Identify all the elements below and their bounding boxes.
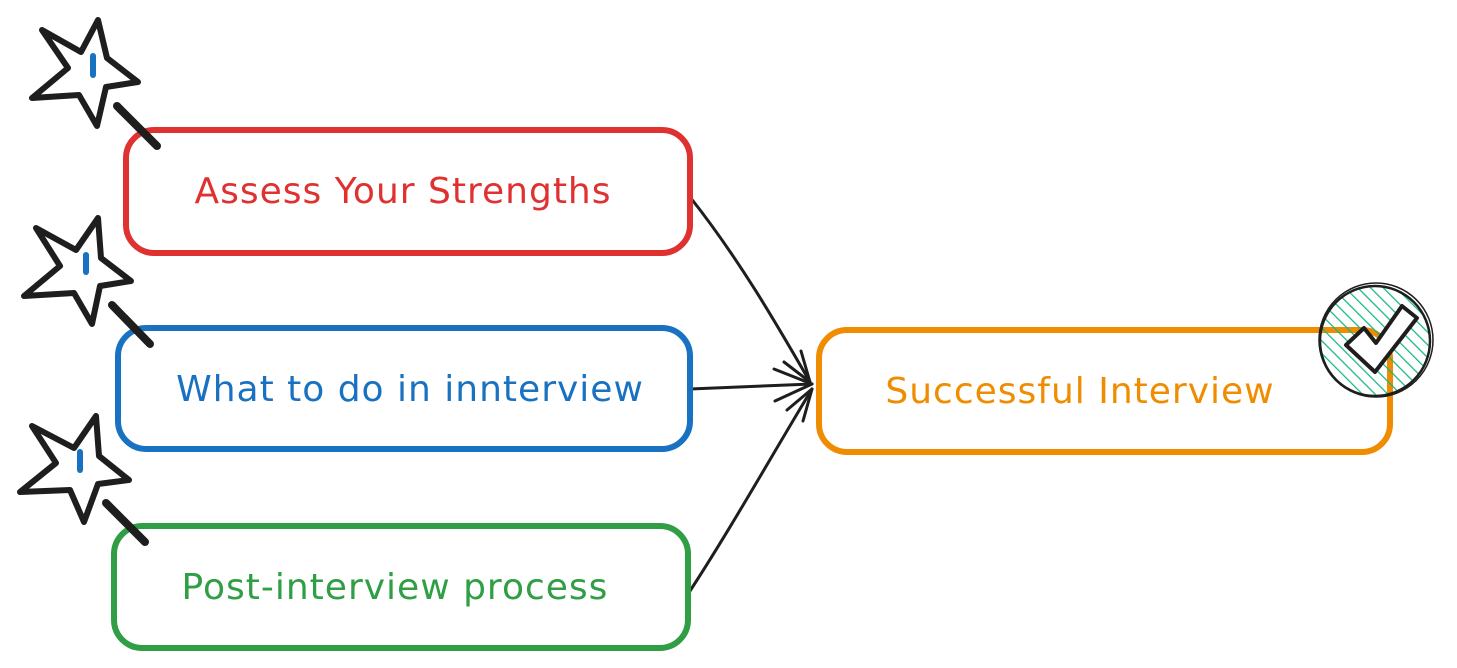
checkmark-badge-icon <box>1318 282 1434 398</box>
node-interview: What to do in innterview <box>115 325 693 452</box>
magic-wand-icon <box>17 413 149 546</box>
arrow-assess-to-success <box>688 195 812 384</box>
magic-wand-icon <box>21 215 154 348</box>
arrow-post-to-success <box>686 387 814 596</box>
node-interview-label: What to do in innterview <box>176 369 644 410</box>
node-post: Post-interview process <box>111 523 691 651</box>
node-assess-box <box>123 127 693 256</box>
node-post-box <box>111 523 691 651</box>
arrow-interview-to-success <box>688 367 814 403</box>
node-assess: Assess Your Strengths <box>123 127 693 256</box>
magic-wand-icon <box>29 17 161 150</box>
node-success: Successful Interview <box>816 327 1393 455</box>
node-assess-label: Assess Your Strengths <box>194 171 611 212</box>
arrows-group <box>686 195 814 596</box>
node-interview-box <box>115 325 693 452</box>
node-success-label: Successful Interview <box>885 371 1274 412</box>
node-post-label: Post-interview process <box>182 567 609 608</box>
